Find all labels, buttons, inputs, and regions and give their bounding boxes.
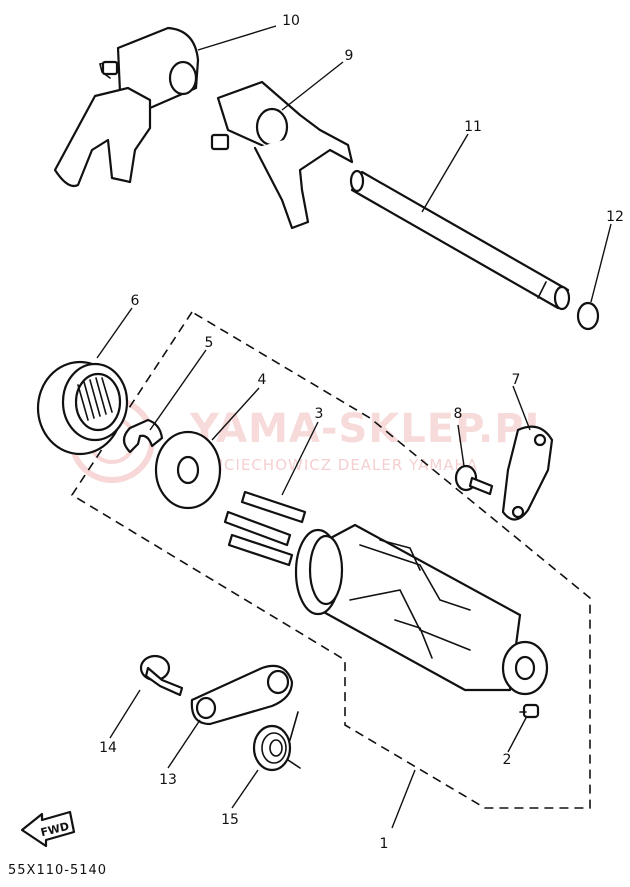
- assembly-boundary: [70, 310, 591, 809]
- watermark: YAMA-SKLEP.PL WOJCIECHOWICZ DEALER YAMAH…: [69, 397, 551, 483]
- part-number-7: 7: [512, 372, 521, 388]
- part-number-labels: 1 2 3 4 5 6 7 8 9 10 11 12 13 14 15: [99, 13, 624, 852]
- o-ring-12: [576, 301, 600, 331]
- bolt-8: [454, 464, 494, 496]
- part-number-10: 10: [282, 13, 300, 29]
- washer-4: [154, 430, 222, 510]
- part-number-9: 9: [345, 48, 354, 64]
- part-number-13: 13: [159, 772, 177, 788]
- part-number-1: 1: [380, 836, 389, 852]
- segment-plate-7: [501, 425, 554, 521]
- shift-fork-9: [210, 80, 354, 230]
- part-number-3: 3: [315, 406, 324, 422]
- fwd-arrow-icon: FWD: [20, 810, 76, 848]
- bolt-14: [139, 654, 184, 697]
- part-number-6: 6: [131, 293, 140, 309]
- shift-fork-shaft-11: [349, 169, 571, 311]
- shift-drum-1: [294, 523, 549, 696]
- shift-fork-10: [53, 26, 200, 188]
- watermark-subtitle: WOJCIECHOWICZ DEALER YAMAHA: [190, 456, 478, 474]
- catalog-code: 55X110-5140: [8, 863, 107, 878]
- part-number-15: 15: [221, 812, 239, 828]
- part-number-11: 11: [464, 119, 482, 135]
- screw-2: [519, 703, 540, 719]
- stopper-lever-13: [190, 664, 294, 726]
- bearing-6: [36, 360, 129, 456]
- part-number-2: 2: [503, 752, 512, 768]
- part-number-12: 12: [606, 209, 624, 225]
- watermark-title: YAMA-SKLEP.PL: [189, 406, 551, 452]
- part-number-14: 14: [99, 740, 117, 756]
- part-number-5: 5: [205, 335, 214, 351]
- pins-3: [223, 490, 307, 567]
- part-number-4: 4: [258, 372, 267, 388]
- part-number-8: 8: [454, 406, 463, 422]
- leader-lines: [96, 25, 612, 829]
- spring-15: [252, 711, 301, 772]
- circlip-5: [122, 418, 164, 454]
